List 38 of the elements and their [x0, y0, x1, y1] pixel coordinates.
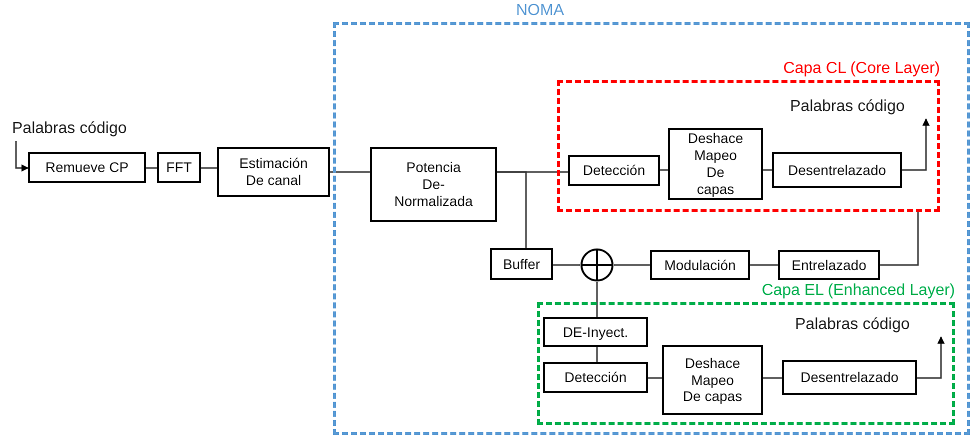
connector-line	[497, 171, 527, 248]
signal-label: Palabras código	[12, 119, 157, 141]
group-title: NOMA	[516, 1, 564, 21]
connector-line	[614, 264, 650, 266]
connector-line	[880, 212, 919, 266]
connector-line	[660, 169, 668, 171]
connector-line	[763, 377, 782, 379]
connector-line	[553, 264, 580, 266]
process-block: Deshace Mapeo De capas	[668, 128, 763, 200]
process-block: Estimación De canal	[217, 147, 330, 197]
process-block: Entrelazado	[778, 250, 880, 280]
group-title: Capa CL (Core Layer)	[783, 59, 940, 79]
process-block: Buffer	[490, 248, 553, 280]
process-block: Desentrelazado	[772, 152, 902, 188]
arrow	[902, 118, 930, 171]
process-block: Detección	[543, 362, 648, 393]
arrow	[917, 336, 945, 379]
signal-label: Palabras código	[790, 97, 935, 119]
connector-line	[201, 167, 217, 169]
process-block: Modulación	[650, 250, 750, 280]
group-title: Capa EL (Enhanced Layer)	[762, 281, 955, 301]
connector-line	[648, 377, 662, 379]
connector-line	[330, 171, 370, 173]
connector-line	[596, 282, 598, 317]
connector-line	[146, 167, 157, 169]
process-block: FFT	[157, 152, 201, 183]
connector-line	[750, 264, 778, 266]
process-block: Potencia De-Normalizada	[370, 147, 497, 222]
summing-junction-icon	[580, 248, 614, 282]
arrow	[15, 141, 29, 172]
process-block: Detección	[568, 155, 660, 186]
process-block: Remueve CP	[28, 152, 146, 183]
process-block: Desentrelazado	[782, 360, 917, 395]
process-block: Deshace Mapeo De capas	[662, 345, 763, 415]
connector-line	[763, 169, 772, 171]
signal-label: Palabras código	[795, 315, 940, 337]
process-block: DE-Inyect.	[543, 317, 648, 347]
connector-line	[596, 347, 598, 362]
